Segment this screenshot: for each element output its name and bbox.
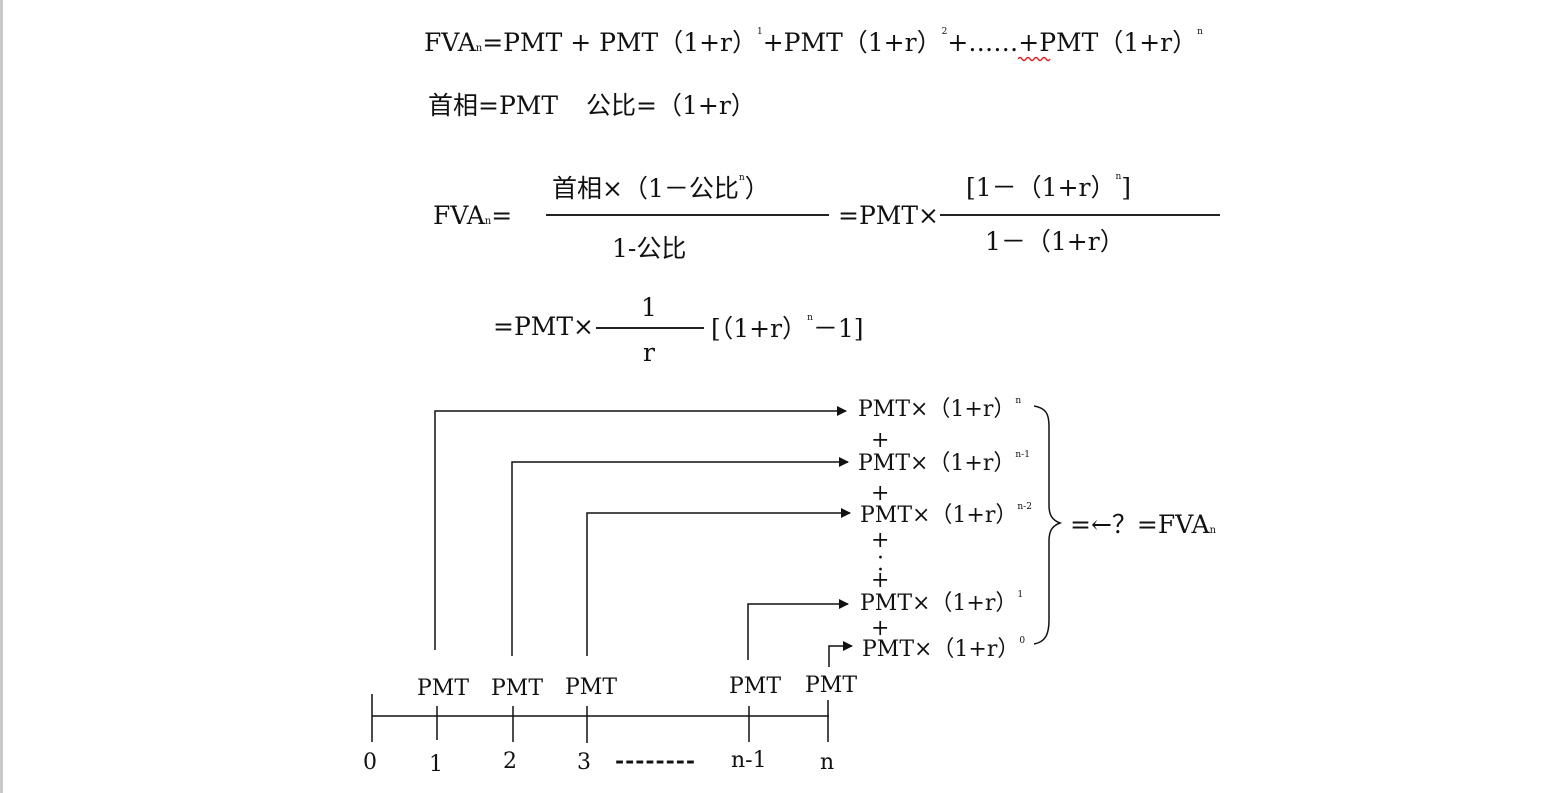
bracket-close: ] xyxy=(1121,173,1132,202)
exponent: n-2 xyxy=(1017,502,1032,512)
plus-sign: + xyxy=(871,616,890,641)
exponent: n xyxy=(1197,27,1203,37)
pmt-times: =PMT× xyxy=(838,201,939,230)
numerator-text: [1－（1+r） xyxy=(966,173,1116,202)
term-text: =PMT + PMT（1+r） xyxy=(482,28,757,57)
period-gap-dashes: -------- xyxy=(615,748,697,774)
fva-symbol: FVA xyxy=(433,201,485,230)
exponent: 2 xyxy=(941,27,948,37)
term-base: PMT×（1+r） xyxy=(862,637,1020,662)
exponent: 1 xyxy=(1017,590,1024,600)
exponent: 1 xyxy=(757,27,763,37)
pmt-times-2: =PMT× xyxy=(493,312,594,341)
fraction1-bar xyxy=(546,214,829,216)
term-text: +PMT（1+r） xyxy=(762,28,942,57)
spellcheck-squiggle xyxy=(1018,56,1051,62)
fva-label-2: FVAn= xyxy=(433,203,512,228)
payment-label-3: PMT xyxy=(565,675,618,700)
payment-label-1: PMT xyxy=(417,676,470,701)
payment-label-n-1: PMT xyxy=(729,674,782,699)
payment-label-n: PMT xyxy=(805,673,858,698)
bracket-open-text: [（1+r） xyxy=(711,314,808,343)
exponent: n-1 xyxy=(1015,450,1030,460)
ellipsis-dot: · xyxy=(877,546,884,571)
exponent: 0 xyxy=(1019,636,1026,646)
exponent: n xyxy=(738,173,745,183)
plus-sign: + xyxy=(871,568,890,593)
term-base: PMT×（1+r） xyxy=(858,451,1016,476)
term-1: PMT×（1+r）1 xyxy=(860,590,1024,616)
fraction3-numerator: 1 xyxy=(641,293,657,322)
period-label-1: 1 xyxy=(429,752,443,777)
numerator-text: 首相×（1－公比 xyxy=(552,174,739,203)
formula-first-term-ratio: 首相=PMT 公比=（1+r） xyxy=(428,93,756,118)
term-n-2: PMT×（1+r）n-2 xyxy=(860,502,1032,528)
paren-close: ） xyxy=(744,174,770,203)
fraction3-denominator: r xyxy=(643,338,655,367)
term-n: PMT×（1+r）n xyxy=(858,396,1022,422)
fraction2-bar xyxy=(940,214,1220,216)
common-ratio-text: 公比=（1+r） xyxy=(586,91,756,120)
first-term-text: 首相=PMT xyxy=(428,91,559,120)
exponent: n xyxy=(807,313,813,323)
plus-sign: + xyxy=(871,481,890,506)
exponent: n xyxy=(1015,396,1022,406)
fva-subscript: n xyxy=(1209,525,1217,536)
period-label-3: 3 xyxy=(577,750,591,775)
term-n-1: PMT×（1+r）n-1 xyxy=(858,450,1030,476)
ellipsis: …… xyxy=(968,28,1019,57)
compound-term: [（1+r）n－1] xyxy=(711,313,864,343)
plus-sign: + xyxy=(871,528,890,553)
result-fva: =←？=FVAn xyxy=(1070,512,1216,537)
period-label-n: n xyxy=(820,750,835,775)
period-label-2: 2 xyxy=(503,749,517,774)
period-label-0: 0 xyxy=(363,750,377,775)
fva-subscript: n xyxy=(475,43,483,54)
fva-subscript: n xyxy=(484,216,492,227)
fraction2-numerator: [1－（1+r）n] xyxy=(966,172,1132,202)
fraction1-denominator: 1-公比 xyxy=(612,234,687,263)
term-base: PMT×（1+r） xyxy=(858,397,1016,422)
payment-label-2: PMT xyxy=(491,676,544,701)
window-left-border xyxy=(0,0,3,793)
plus-sign: + xyxy=(871,428,890,453)
fva-symbol: FVA xyxy=(424,28,476,57)
term-0: PMT×（1+r）0 xyxy=(862,636,1026,662)
fraction3-bar xyxy=(596,327,704,329)
term-base: PMT×（1+r） xyxy=(860,503,1018,528)
formula-fva-series: FVAn=PMT + PMT（1+r）1+PMT（1+r）2+……+PMT（1+… xyxy=(424,27,1203,57)
fraction1-numerator: 首相×（1－公比n） xyxy=(552,173,770,203)
equals-sign: = xyxy=(491,201,513,230)
ellipsis-dot: · xyxy=(877,558,884,583)
minus-one-close: －1] xyxy=(812,314,864,343)
exponent: n xyxy=(1115,172,1122,182)
period-label-n-1: n-1 xyxy=(731,748,767,773)
fraction2-denominator: 1－（1+r） xyxy=(985,227,1125,256)
term-text: +PMT（1+r） xyxy=(1018,28,1198,57)
term-base: PMT×（1+r） xyxy=(860,591,1018,616)
term-text: + xyxy=(947,28,969,57)
result-text: =←？=FVA xyxy=(1070,510,1210,539)
